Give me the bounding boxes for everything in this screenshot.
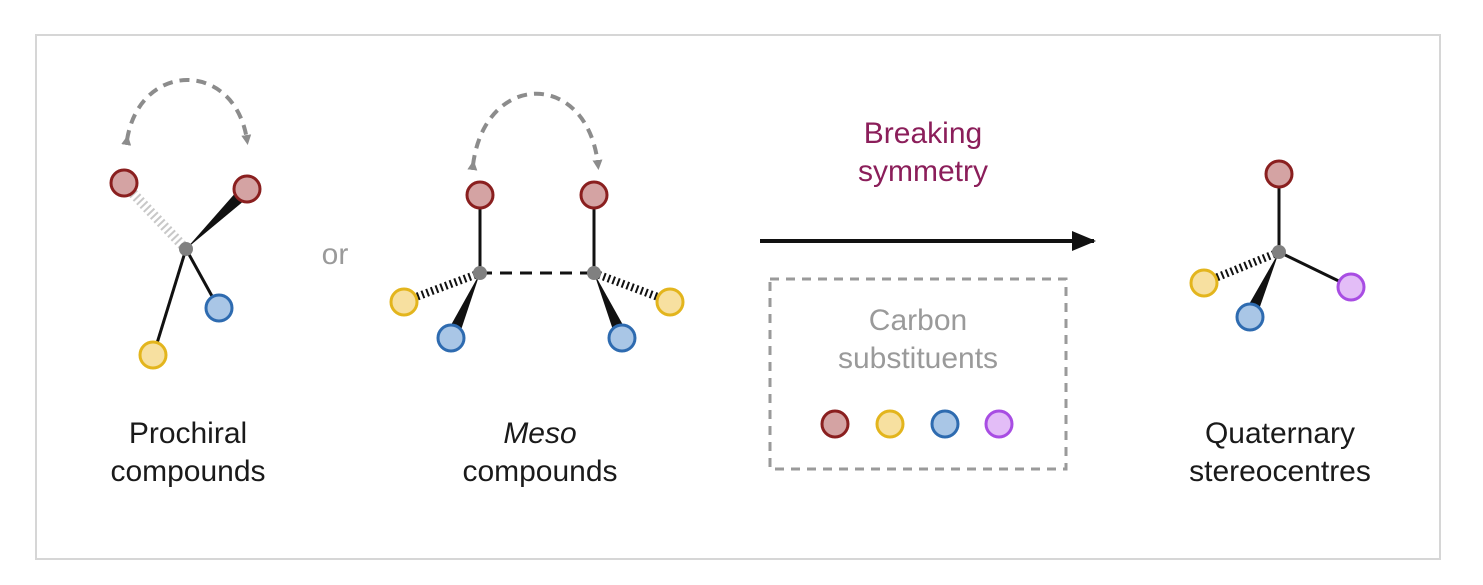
prochiral-label: Prochiral compounds (68, 415, 308, 491)
quaternary-structure (1189, 159, 1366, 332)
legend-dot-yellow (875, 409, 905, 439)
legend-dot-red (820, 409, 850, 439)
quaternary-label-line2: stereocentres (1189, 455, 1371, 488)
meso-label-line2: compounds (462, 455, 618, 488)
quat-atom-purple (1336, 272, 1366, 302)
carbon-substituents-line2: substituents (837, 342, 999, 375)
quaternary-label-line1: Quaternary (1204, 417, 1356, 450)
meso-atom-yellow-left (389, 287, 419, 317)
legend-dot-blue (930, 409, 960, 439)
meso-atom-blue-right (607, 323, 637, 353)
legend-dot-purple (984, 409, 1014, 439)
quat-bond-purple (1278, 250, 1350, 288)
prochiral-centre (179, 242, 193, 256)
carbon-substituents-label: Carbon substituents (788, 302, 1048, 378)
meso-right-centre (587, 266, 601, 280)
prochiral-structure (109, 78, 262, 370)
prochiral-bond-yellow (152, 248, 188, 354)
prochiral-atom-blue (204, 293, 234, 323)
prochiral-wedge-bond (186, 182, 251, 249)
prochiral-atom-red-right (232, 174, 262, 204)
breaking-symmetry-line1: Breaking (863, 117, 983, 150)
or-label: or (321, 238, 349, 271)
quat-atom-red (1264, 159, 1294, 189)
quat-wedge-bond (1244, 252, 1279, 318)
prochiral-atom-red-left (109, 168, 139, 198)
prochiral-swap-arrow (121, 78, 252, 146)
meso-label-line1: Meso (503, 417, 577, 450)
quat-centre (1272, 245, 1286, 259)
meso-atom-yellow-right (655, 287, 685, 317)
meso-structure (389, 91, 685, 353)
prochiral-label-line2: compounds (110, 455, 266, 488)
quat-atom-yellow (1189, 268, 1219, 298)
prochiral-label-line1: Prochiral (128, 417, 248, 450)
meso-atom-blue-left (436, 323, 466, 353)
carbon-substituents-box (768, 277, 1068, 471)
meso-right-wedge-bond (594, 273, 628, 339)
carbon-substituents-line1: Carbon (868, 304, 968, 337)
meso-left-wedge-bond (446, 273, 480, 339)
meso-swap-arrow (467, 91, 603, 171)
quaternary-label: Quaternary stereocentres (1150, 415, 1410, 491)
meso-atom-red-right (579, 180, 609, 210)
meso-left-centre (473, 266, 487, 280)
breaking-symmetry-label: Breaking symmetry (803, 115, 1043, 191)
prochiral-atom-yellow (138, 340, 168, 370)
quat-atom-blue (1235, 302, 1265, 332)
breaking-symmetry-line2: symmetry (858, 155, 988, 188)
meso-atom-red-left (465, 180, 495, 210)
meso-label: Meso compounds (420, 415, 660, 491)
